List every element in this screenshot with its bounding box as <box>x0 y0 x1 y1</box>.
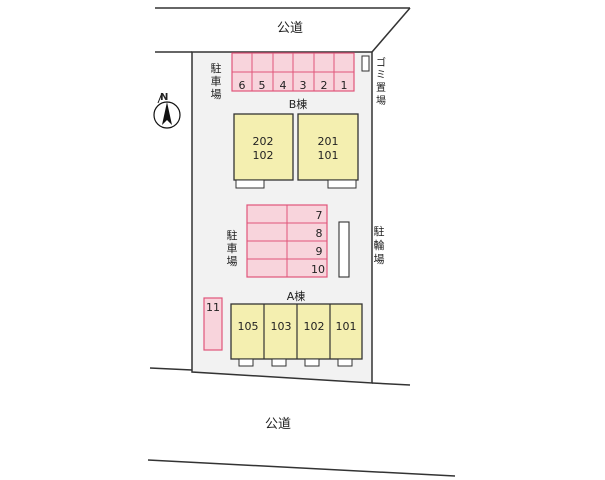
unit-number: 202 <box>253 135 274 148</box>
parking-space-number: 6 <box>239 79 246 92</box>
bicycle-parking-label: 場 <box>374 253 385 266</box>
parking-middle <box>246 204 328 278</box>
parking-space-number: 9 <box>316 245 323 258</box>
building-b <box>233 113 359 189</box>
top-road-label: 公道 <box>277 21 303 36</box>
bottom-road-label: 公道 <box>265 417 291 432</box>
parking-middle-label: 駐 <box>227 228 238 242</box>
trash-area-label: 置 <box>376 82 386 94</box>
parking-top-label: 場 <box>211 88 222 101</box>
parking-middle-label: 車 <box>227 241 238 255</box>
parking-middle-label: 場 <box>227 255 238 268</box>
unit-number: 102 <box>253 149 274 162</box>
parking-space-number: 7 <box>316 209 323 222</box>
parking-top-label: 車 <box>211 74 222 88</box>
parking-top-label: 駐 <box>211 61 222 75</box>
unit-number: 101 <box>318 149 339 162</box>
boundary-line <box>149 367 193 371</box>
parking-space-number: 3 <box>300 79 307 92</box>
building-b-title: B棟 <box>289 97 308 111</box>
bicycle-parking-label: 輪 <box>374 238 385 252</box>
boundary-line <box>371 382 411 386</box>
unit-number: 101 <box>336 320 357 333</box>
parking-top <box>231 52 355 92</box>
trash-area-label: 場 <box>376 94 386 107</box>
bicycle-parking-box <box>338 221 350 278</box>
trash-area-box <box>361 55 370 72</box>
unit-number: 103 <box>271 320 292 333</box>
parking-space-number: 5 <box>259 79 266 92</box>
parking-space-number: 8 <box>316 227 323 240</box>
unit-number: 102 <box>304 320 325 333</box>
parking-space-number: 11 <box>206 301 220 314</box>
unit-number: 105 <box>238 320 259 333</box>
parking-space-number: 10 <box>311 263 325 276</box>
building-a <box>230 303 363 367</box>
parking-space-number: 1 <box>341 79 348 92</box>
north-arrow-icon <box>153 92 181 129</box>
parking-space-number: 2 <box>321 79 328 92</box>
parking-space-number: 4 <box>280 79 287 92</box>
boundary-line <box>371 7 411 53</box>
bottom-road-edge <box>147 459 456 477</box>
trash-area-label: ゴ <box>376 56 386 69</box>
north-label: N <box>160 92 168 103</box>
unit-number: 201 <box>318 135 339 148</box>
trash-area-label: ミ <box>376 70 386 81</box>
bicycle-parking-label: 駐 <box>374 224 385 238</box>
parking-space-11 <box>203 297 223 351</box>
building-a-title: A棟 <box>287 289 306 303</box>
